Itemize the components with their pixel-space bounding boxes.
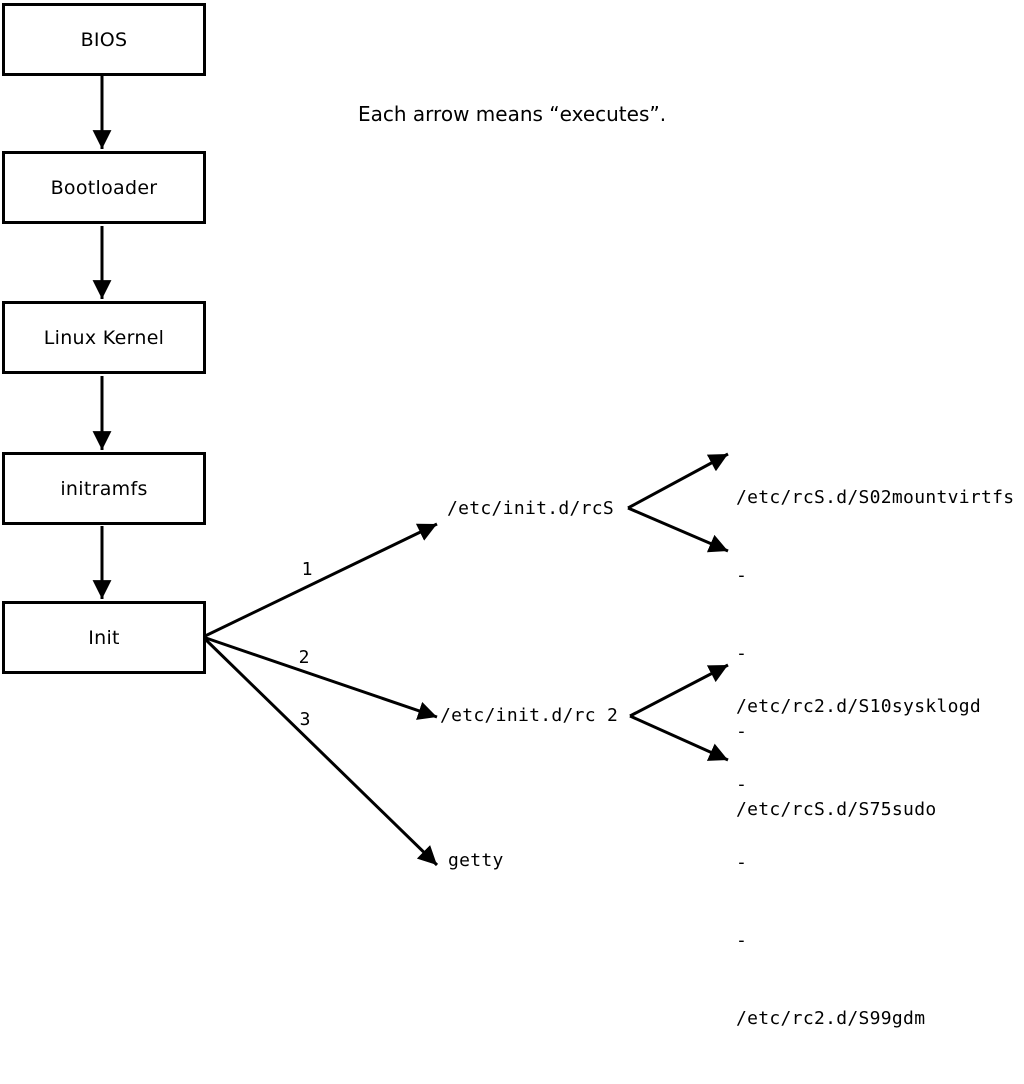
rc2-ellipsis-dash: - (736, 774, 748, 795)
box-linux-kernel-label: Linux Kernel (43, 326, 165, 349)
rc2-script-S10sysklogd: /etc/rc2.d/S10sysklogd (736, 696, 982, 717)
fork-rc2-scripts: /etc/rc2.d/S10sysklogd - - - /etc/rc2.d/… (736, 642, 981, 1084)
note-arrow-meaning: Each arrow means “executes”. (358, 102, 667, 126)
box-linux-kernel: Linux Kernel (2, 301, 206, 374)
arrow-init-to-rc2 (202, 635, 438, 720)
box-bootloader-label: Bootloader (50, 176, 158, 199)
box-init-label: Init (88, 626, 120, 649)
arrow-rcS-to-S75sudo (627, 506, 729, 553)
boot-process-diagram: BIOS Bootloader Linux Kernel initramfs I… (2, 3, 1014, 1029)
arrow-init-to-getty (201, 635, 439, 867)
edge-label-3: 3 (299, 709, 311, 730)
arrow-rc2-to-S99gdm (629, 714, 729, 762)
box-bios: BIOS (2, 3, 206, 76)
label-etc-init-d-rc2: /etc/init.d/rc 2 (440, 705, 619, 726)
box-init: Init (2, 601, 206, 674)
box-initramfs: initramfs (2, 452, 206, 525)
rc2-ellipsis-dash: - (736, 930, 748, 951)
arrow-rc2-to-S10sysklogd (629, 663, 729, 718)
box-bios-label: BIOS (80, 28, 128, 51)
rcS-ellipsis-dash: - (736, 721, 748, 742)
rc2-ellipsis-dash: - (736, 852, 748, 873)
fork-rcS-scripts: /etc/rcS.d/S02mountvirtfs - - - /etc/rcS… (736, 433, 1014, 875)
rcS-script-S75sudo: /etc/rcS.d/S75sudo (736, 799, 937, 820)
box-bootloader: Bootloader (2, 151, 206, 224)
rcS-script-S02mountvirtfs: /etc/rcS.d/S02mountvirtfs (736, 487, 1015, 508)
edge-label-1: 1 (301, 559, 313, 580)
rc2-script-S99gdm: /etc/rc2.d/S99gdm (736, 1008, 926, 1029)
arrow-init-to-rcS (202, 522, 438, 639)
edge-label-2: 2 (298, 647, 310, 668)
rcS-ellipsis-dash: - (736, 643, 748, 664)
box-initramfs-label: initramfs (60, 477, 148, 500)
label-etc-init-d-rcS: /etc/init.d/rcS (447, 498, 615, 519)
rcS-ellipsis-dash: - (736, 565, 748, 586)
label-getty: getty (448, 850, 504, 871)
arrow-rcS-to-S02mountvirtfs (627, 452, 729, 510)
